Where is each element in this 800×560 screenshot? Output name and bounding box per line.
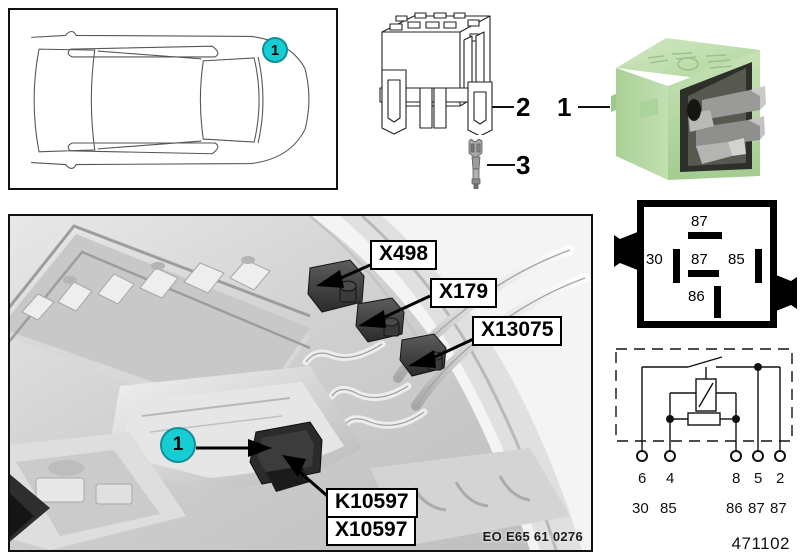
- schematic-terminal-designation: 86: [726, 500, 743, 517]
- document-code: 471102: [731, 534, 790, 553]
- schematic-terminal-number: 5: [754, 470, 763, 487]
- x13075-arrow: [408, 334, 481, 368]
- photo-callout-arrow: [196, 439, 272, 457]
- label-k10597: K10597: [326, 488, 418, 518]
- pin-label-top: 87: [691, 213, 708, 230]
- pin-label-right: 85: [728, 251, 745, 268]
- label-x10597: X10597: [326, 516, 417, 546]
- part-number-2: 2: [516, 92, 531, 122]
- label-x13075: X13075: [472, 316, 563, 346]
- socket-leader-line: [492, 106, 514, 108]
- relay-socket-drawing: [372, 10, 512, 135]
- car-top-view-frame: 1: [8, 8, 338, 190]
- schematic-terminal-number: 8: [732, 470, 741, 487]
- relay-leader-line: [578, 106, 610, 108]
- car-top-view-drawing: [31, 30, 310, 169]
- pin-label-center: 87: [691, 251, 708, 268]
- photo-caption: EO E65 61 0276: [482, 529, 583, 544]
- relay-circuit-schematic: 6 4 8 5 2: [612, 345, 798, 487]
- schematic-terminal-designation: 87: [770, 500, 787, 517]
- schematic-terminal-designation: 30: [632, 500, 649, 517]
- pin-label-bottom: 86: [688, 288, 705, 305]
- photo-callout-1: 1: [160, 427, 196, 463]
- schematic-terminal-designation: 85: [660, 500, 677, 517]
- relay-installation-photo: 1 X498 X179 X13075 K10597 X10597 EO E65 …: [8, 214, 593, 552]
- pin-bar-top: [688, 232, 722, 239]
- pin-bar-right: [755, 249, 762, 283]
- label-x498: X498: [370, 240, 438, 270]
- pin-box-left-notch: [614, 231, 640, 271]
- pin-box-right-notch: [771, 273, 797, 313]
- label-x179: X179: [430, 278, 498, 308]
- relay-pin-layout-diagram: 87 30 87 85 86: [614, 200, 797, 328]
- terminal-pin-drawing: [461, 139, 491, 189]
- pin-bar-bottom: [714, 286, 721, 318]
- schematic-terminal-number: 2: [776, 470, 785, 487]
- relay-photo: [610, 28, 788, 188]
- schematic-terminal-number: 4: [666, 470, 675, 487]
- pin-bar-center: [688, 270, 719, 277]
- part-number-1: 1: [557, 92, 572, 122]
- pin-bar-left: [673, 249, 680, 283]
- pin-label-left: 30: [646, 251, 663, 268]
- part-number-3: 3: [516, 150, 531, 180]
- terminal-leader-line: [487, 164, 515, 166]
- car-callout-1: 1: [262, 37, 288, 63]
- schematic-terminal-designation: 87: [748, 500, 765, 517]
- x179-arrow: [358, 294, 431, 328]
- schematic-terminal-number: 6: [638, 470, 647, 487]
